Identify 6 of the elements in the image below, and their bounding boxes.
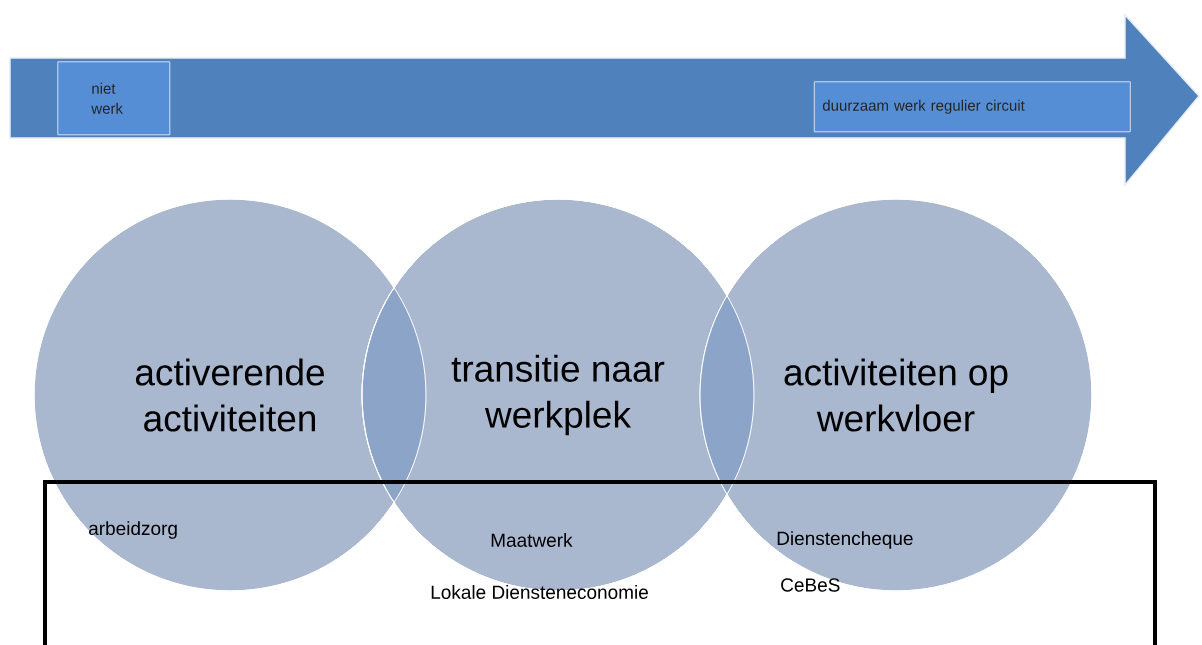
text-box: duurzaam werk regulier circuit	[813, 81, 1131, 133]
label: Maatwerk	[491, 533, 573, 547]
text-box: niet werk	[57, 61, 171, 136]
label: arbeidzorg	[89, 521, 177, 539]
label: CeBeS	[781, 578, 840, 592]
label: Dienstencheque	[777, 531, 913, 549]
